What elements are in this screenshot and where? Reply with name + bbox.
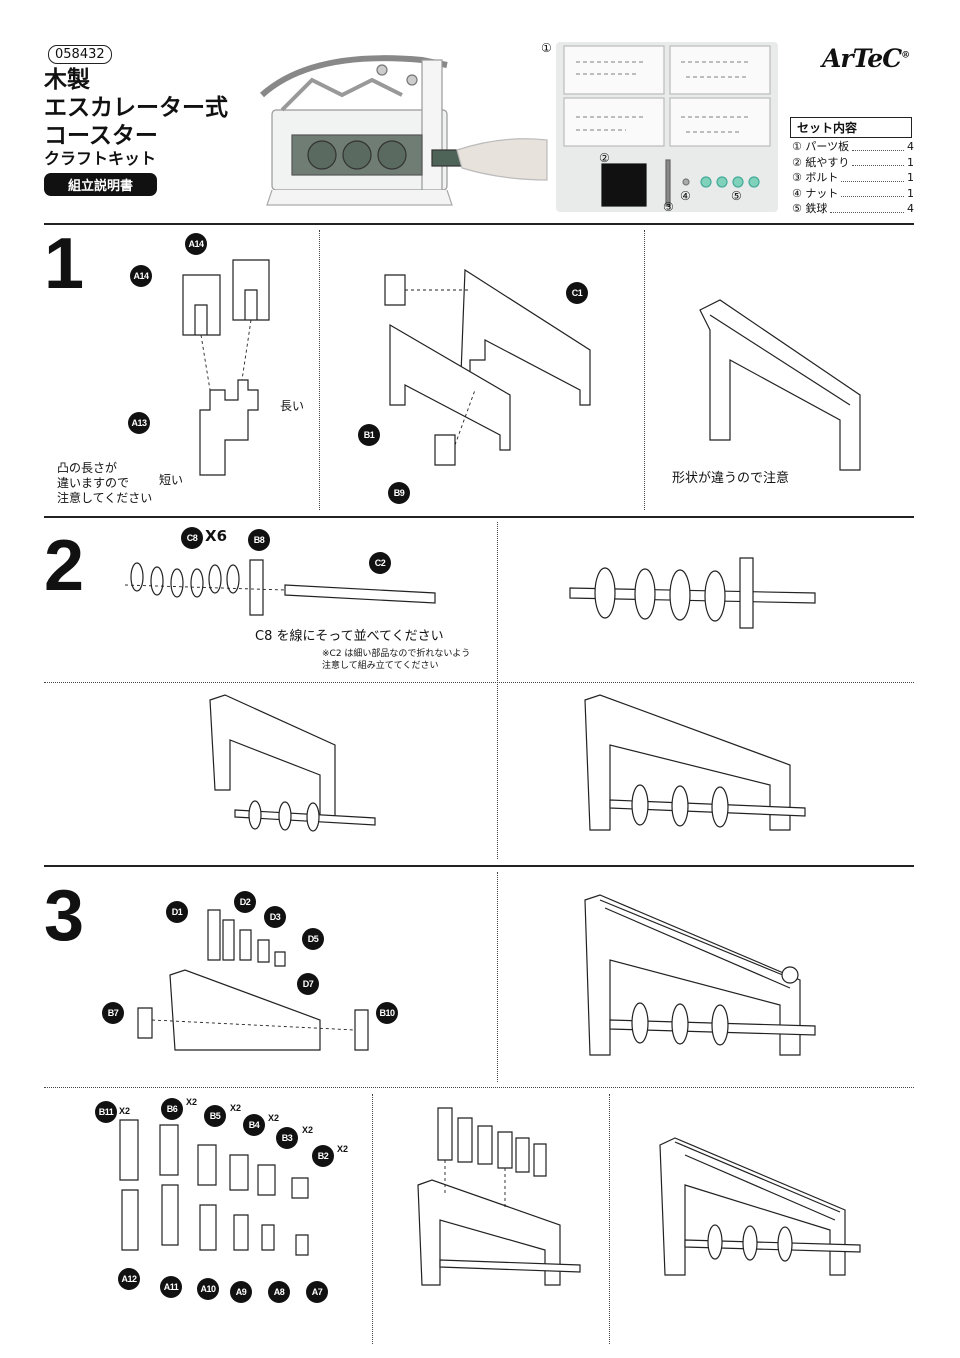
step2-frame-with-shaft bbox=[209, 694, 376, 832]
parts-photo-boards bbox=[563, 45, 771, 207]
label-a14-top: A14 bbox=[185, 233, 207, 255]
label-b8: B8 bbox=[248, 529, 270, 551]
step2-shaft-assembled bbox=[569, 557, 816, 629]
label-d1: D1 bbox=[166, 901, 188, 923]
step-number-1: 1 bbox=[44, 224, 85, 304]
count-b4: X2 bbox=[268, 1113, 280, 1123]
divider bbox=[609, 1094, 610, 1344]
label-b11: B11 bbox=[95, 1101, 117, 1123]
parts-marker-3: ③ bbox=[663, 200, 674, 214]
divider bbox=[319, 230, 320, 510]
product-title: 木製 エスカレーター式 コースター bbox=[44, 67, 228, 149]
label-d2: D2 bbox=[234, 891, 256, 913]
parts-marker-2: ② bbox=[599, 151, 610, 165]
divider bbox=[497, 522, 498, 859]
step1-part-a13-figure bbox=[182, 259, 270, 476]
step1-frame-parts-figure bbox=[384, 268, 591, 466]
label-a14-left: A14 bbox=[130, 265, 152, 287]
step2-shaft-figure bbox=[124, 559, 436, 616]
label-b7: B7 bbox=[102, 1002, 124, 1024]
step3-assembled-figure bbox=[584, 894, 816, 1056]
step1-caution: 凸の長さが 違いますので 注意してください bbox=[57, 461, 153, 505]
label-d3: D3 bbox=[264, 906, 286, 928]
step4-parts-figure bbox=[119, 1119, 309, 1256]
label-b2: B2 bbox=[312, 1145, 334, 1167]
label-b9: B9 bbox=[388, 482, 410, 504]
label-b4: B4 bbox=[243, 1114, 265, 1136]
c2-note: ※C2 は細い部品なので折れないよう 注意して組み立ててください bbox=[322, 649, 471, 671]
short-label: 短い bbox=[159, 473, 184, 487]
c8-count: X6 bbox=[205, 527, 228, 545]
label-b10: B10 bbox=[376, 1002, 398, 1024]
divider bbox=[497, 872, 498, 1082]
count-b6: X2 bbox=[186, 1097, 198, 1107]
label-a8: A8 bbox=[268, 1281, 290, 1303]
count-b11: X2 bbox=[119, 1106, 131, 1116]
step3-parts-figure bbox=[137, 909, 369, 1051]
parts-marker-5: ⑤ bbox=[731, 189, 742, 203]
manual-badge: 組立説明書 bbox=[44, 173, 158, 196]
parts-marker-4: ④ bbox=[680, 189, 691, 203]
label-c2: C2 bbox=[369, 552, 391, 574]
divider bbox=[44, 682, 914, 683]
step-number-2: 2 bbox=[44, 526, 85, 606]
label-a13: A13 bbox=[128, 412, 150, 434]
divider bbox=[644, 230, 645, 510]
label-a7: A7 bbox=[306, 1281, 328, 1303]
label-c1: C1 bbox=[566, 282, 588, 304]
product-photo bbox=[259, 55, 548, 206]
step1-assembled-figure bbox=[699, 299, 861, 471]
product-code: 058432 bbox=[48, 45, 112, 64]
long-label: 長い bbox=[280, 399, 305, 413]
divider-step2 bbox=[44, 516, 914, 518]
label-a12: A12 bbox=[118, 1268, 140, 1290]
label-b5: B5 bbox=[204, 1105, 226, 1127]
label-b3: B3 bbox=[276, 1127, 298, 1149]
brand-logo: ArTeC® bbox=[822, 44, 910, 73]
label-a9: A9 bbox=[230, 1281, 252, 1303]
count-b5: X2 bbox=[230, 1103, 242, 1113]
label-c8: C8 bbox=[181, 527, 203, 549]
c8-instruction: C8 を線にそって並べてください bbox=[255, 629, 444, 644]
parts-marker-1: ① bbox=[541, 41, 552, 55]
step4-insert-figure bbox=[417, 1107, 581, 1286]
label-a11: A11 bbox=[160, 1276, 182, 1298]
label-b1: B1 bbox=[358, 424, 380, 446]
label-d7: D7 bbox=[297, 973, 319, 995]
product-subtitle: クラフトキット bbox=[44, 149, 157, 168]
count-b3: X2 bbox=[302, 1125, 314, 1135]
step-number-3: 3 bbox=[44, 876, 85, 956]
step2-frame-assembled bbox=[584, 694, 806, 831]
label-b6: B6 bbox=[161, 1098, 183, 1120]
divider-step3 bbox=[44, 865, 914, 867]
divider bbox=[372, 1094, 373, 1344]
label-a10: A10 bbox=[197, 1278, 219, 1300]
divider-step1 bbox=[44, 223, 914, 225]
label-d5: D5 bbox=[302, 928, 324, 950]
set-contents-title: セット内容 bbox=[790, 117, 912, 138]
divider bbox=[44, 1087, 914, 1088]
count-b2: X2 bbox=[337, 1144, 349, 1154]
step4-assembled-figure bbox=[659, 1137, 861, 1276]
shape-caution: 形状が違うので注意 bbox=[672, 471, 790, 486]
